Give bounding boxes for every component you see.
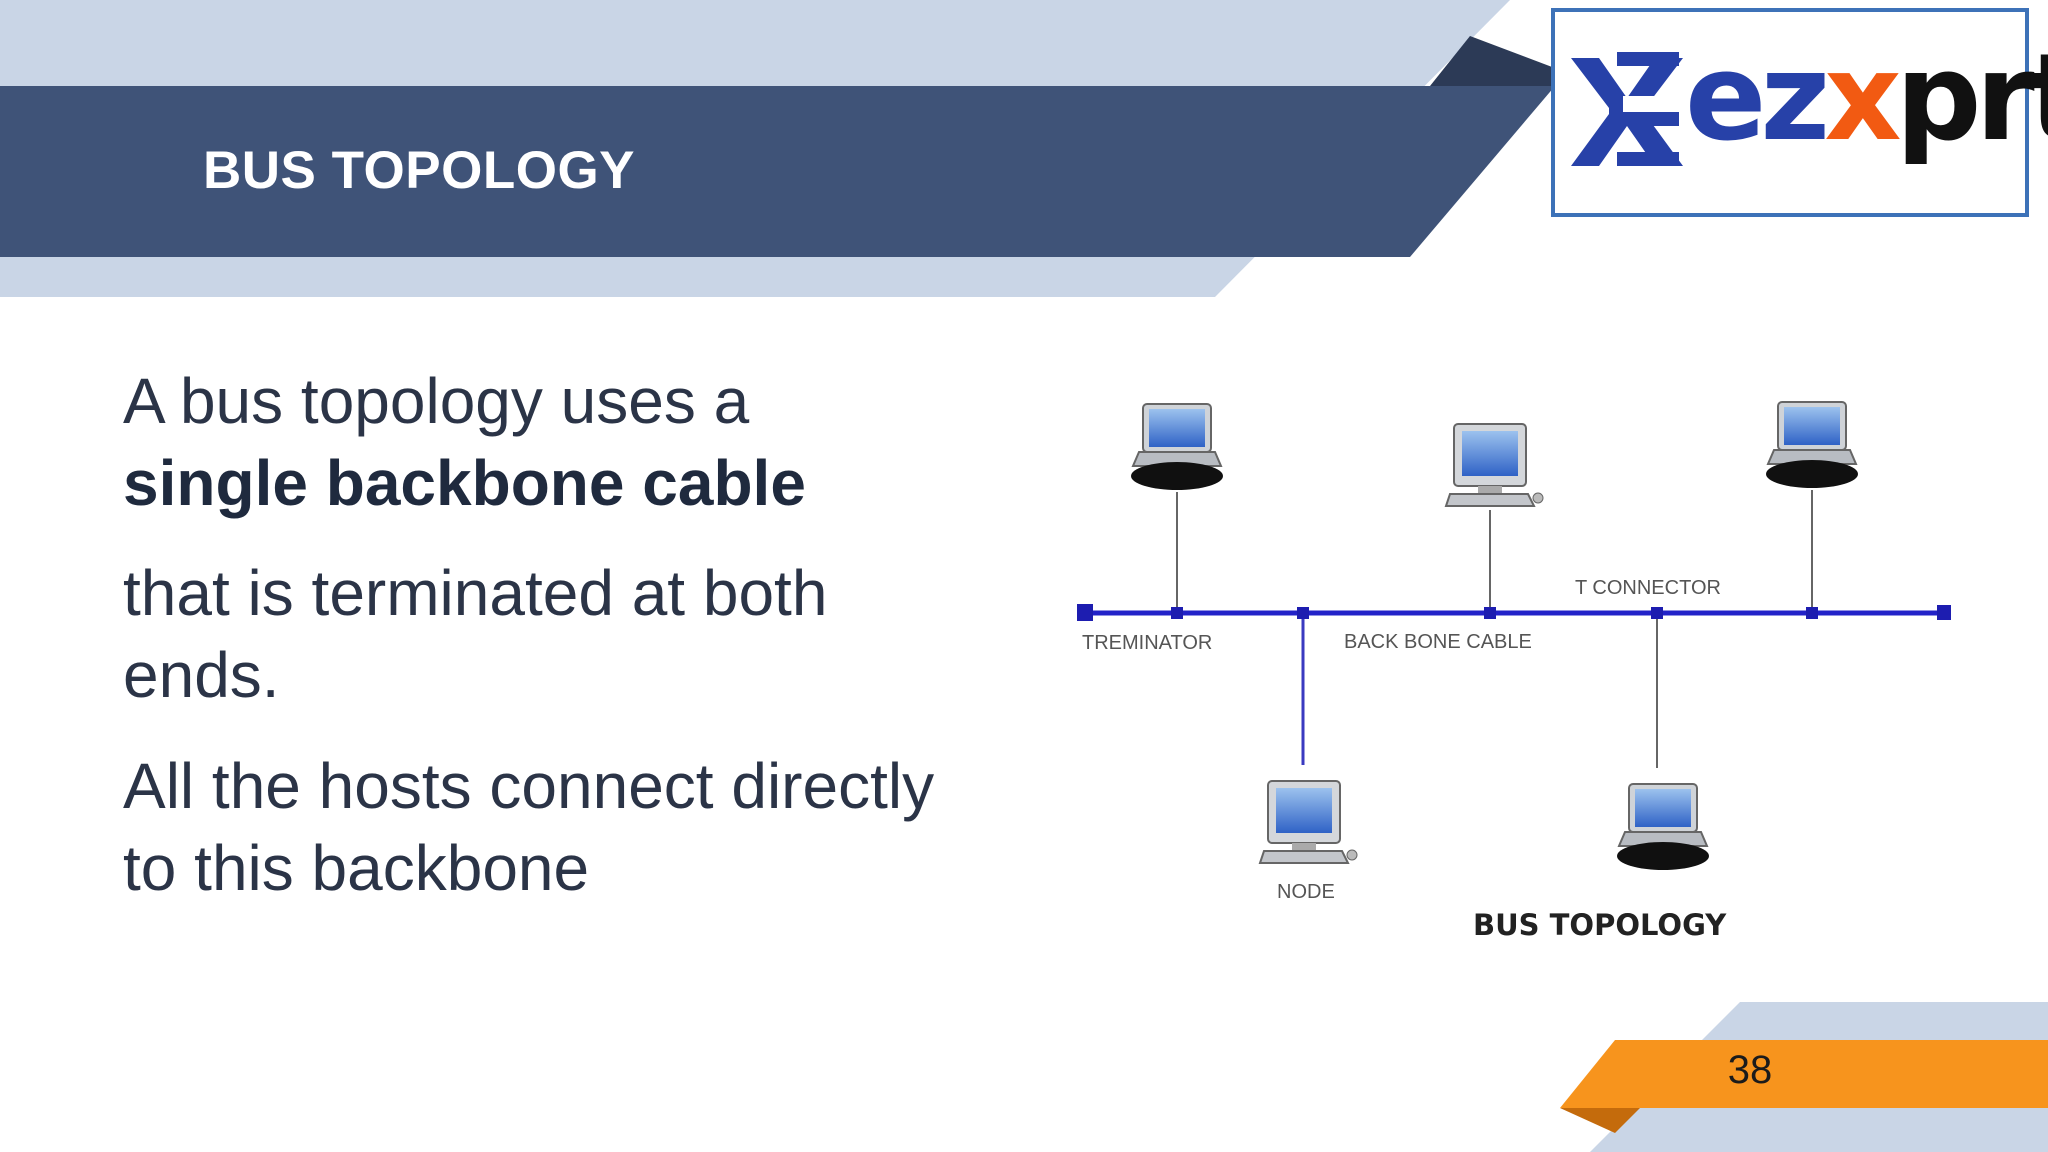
logo-mark-icon xyxy=(1571,52,1683,166)
laptop-icon xyxy=(1616,783,1710,871)
laptop-icon xyxy=(1765,401,1859,489)
ezxprt-logo: ezxprt xyxy=(1551,8,2048,217)
top-dark-corner xyxy=(1430,36,1560,86)
page-number-tab xyxy=(1560,1040,2048,1108)
terminator-right xyxy=(1937,605,1951,620)
logo-wordmark: ezxprt xyxy=(1685,29,2048,168)
title-banner xyxy=(0,86,1555,257)
label-terminator: TREMINATOR xyxy=(1082,632,1212,654)
slide-title: BUS TOPOLOGY xyxy=(203,141,636,200)
page-tab-shadow xyxy=(1560,1108,1640,1133)
t-connector xyxy=(1651,607,1663,619)
paragraph-definition: A bus topology uses a single backbone ca… xyxy=(123,365,806,519)
paragraph-termination: that is terminated at both ends. xyxy=(123,557,828,711)
terminator-left xyxy=(1077,604,1093,621)
t-connector xyxy=(1806,607,1818,619)
t-connector xyxy=(1297,607,1309,619)
diagram-title: BUS TOPOLOGY xyxy=(1473,908,1727,942)
t-connector xyxy=(1171,607,1183,619)
desktop-computer-icon xyxy=(1259,780,1358,864)
label-t-connector: T CONNECTOR xyxy=(1575,577,1721,599)
desktop-computer-icon xyxy=(1445,423,1544,507)
paragraph-hosts: All the hosts connect directly to this b… xyxy=(123,750,935,904)
label-backbone: BACK BONE CABLE xyxy=(1344,631,1532,653)
page-number: 38 xyxy=(1727,1048,1773,1092)
emphasis-single-backbone: single backbone cable xyxy=(123,447,806,519)
laptop-icon xyxy=(1130,403,1224,491)
bus-topology-diagram: TREMINATOR BACK BONE CABLE T CONNECTOR N… xyxy=(1077,401,1951,942)
t-connector xyxy=(1484,607,1496,619)
label-node: NODE xyxy=(1277,881,1335,903)
